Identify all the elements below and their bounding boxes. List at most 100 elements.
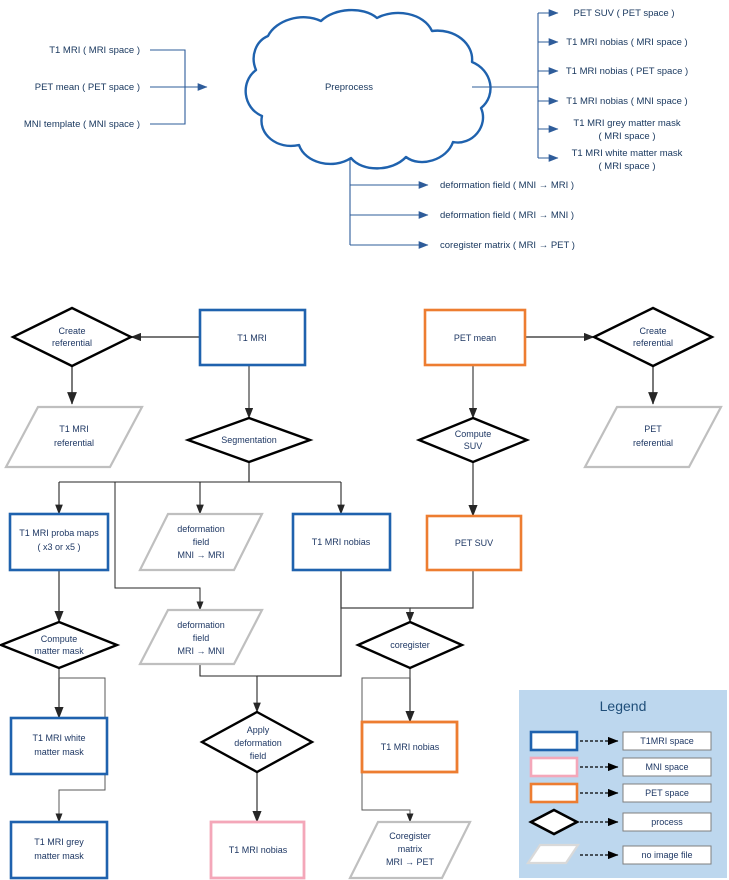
- node-t1-mri-referential[interactable]: T1 MRI referential: [4, 405, 144, 469]
- node-label: T1 MRI: [237, 333, 267, 343]
- node-label: field: [193, 537, 210, 547]
- node-label: field: [250, 751, 267, 761]
- legend-item-mni-space: MNI space: [529, 756, 712, 778]
- legend-title: Legend: [600, 698, 647, 714]
- node-t1-mri-proba-maps[interactable]: T1 MRI proba maps ( x3 or x5 ): [8, 512, 110, 572]
- preprocess-output-labels-right: PET SUV ( PET space ) T1 MRI nobias ( MR…: [566, 8, 688, 172]
- node-compute-matter-mask[interactable]: Compute matter mask: [0, 620, 121, 670]
- node-apply-deformation-field[interactable]: Apply deformation field: [199, 710, 315, 774]
- node-label: T1 MRI proba maps: [19, 528, 99, 538]
- node-label: T1 MRI grey: [34, 837, 84, 847]
- node-deformation-field-mri-mni[interactable]: deformation field MRI → MNI: [138, 608, 264, 666]
- node-label: T1 MRI nobias: [381, 742, 440, 752]
- legend-item-process: process: [528, 808, 712, 836]
- legend-label: PET space: [645, 788, 689, 798]
- node-label: T1 MRI nobias: [312, 537, 371, 547]
- output-label: deformation field ( MNI → MRI ): [440, 180, 574, 191]
- node-label: matrix: [398, 844, 423, 854]
- preprocess-input-labels: T1 MRI ( MRI space ) PET mean ( PET spac…: [24, 45, 140, 130]
- input-connectors: [150, 49, 208, 125]
- node-label: MRI → PET: [386, 857, 435, 867]
- rect-pink-icon: [529, 756, 579, 778]
- cloud-label: Preprocess: [325, 82, 373, 93]
- node-label: MRI → MNI: [178, 646, 225, 656]
- preprocess-section: Preprocess: [150, 8, 559, 249]
- node-pet-mean[interactable]: PET mean: [423, 308, 527, 367]
- node-t1-mri-nobias-mri[interactable]: T1 MRI nobias: [291, 512, 392, 572]
- node-label: referential: [633, 338, 673, 348]
- legend-item-pet-space: PET space: [529, 782, 712, 804]
- node-label: deformation: [234, 738, 282, 748]
- node-label: Create: [639, 326, 666, 336]
- node-label: SUV: [464, 441, 483, 451]
- output-label: ( MRI space ): [598, 131, 655, 142]
- node-segmentation[interactable]: Segmentation: [184, 416, 314, 464]
- output-label: T1 MRI nobias ( PET space ): [566, 66, 688, 77]
- node-label: deformation: [177, 524, 225, 534]
- node-compute-suv[interactable]: Compute SUV: [415, 416, 531, 464]
- node-label: Create: [58, 326, 85, 336]
- legend-panel: Legend T1MRI space MNI space PET space: [519, 690, 727, 878]
- node-coregister[interactable]: coregister: [355, 620, 465, 670]
- rect-blue-icon: [529, 730, 579, 752]
- node-label: T1 MRI: [59, 424, 89, 434]
- node-t1-mri-white-matter-mask[interactable]: T1 MRI white matter mask: [9, 716, 109, 776]
- node-label: referential: [633, 438, 673, 448]
- output-label: T1 MRI nobias ( MNI space ): [566, 96, 687, 107]
- node-label: matter mask: [34, 747, 84, 757]
- node-label: field: [193, 633, 210, 643]
- node-t1-mri-nobias-pet[interactable]: T1 MRI nobias: [360, 720, 459, 774]
- node-label: matter mask: [34, 851, 84, 861]
- preprocess-output-labels-bottom: deformation field ( MNI → MRI ) deformat…: [440, 180, 575, 251]
- output-label: T1 MRI white matter mask: [572, 148, 683, 159]
- legend-label: process: [651, 817, 683, 827]
- node-t1-mri[interactable]: T1 MRI: [198, 308, 307, 367]
- node-pet-suv[interactable]: PET SUV: [425, 514, 523, 572]
- output-label: T1 MRI nobias ( MRI space ): [566, 37, 687, 48]
- node-label: PET SUV: [455, 538, 493, 548]
- node-label: referential: [52, 338, 92, 348]
- node-label: coregister: [390, 640, 430, 650]
- node-label: Compute: [41, 634, 78, 644]
- diamond-icon: [528, 808, 580, 836]
- node-label: referential: [54, 438, 94, 448]
- output-label: ( MRI space ): [598, 161, 655, 172]
- output-label: PET SUV ( PET space ): [573, 8, 674, 19]
- legend-item-no-image-file: no image file: [525, 843, 712, 865]
- node-label: Segmentation: [221, 435, 277, 445]
- node-label: T1 MRI white: [32, 733, 85, 743]
- output-label: T1 MRI grey matter mask: [573, 118, 680, 129]
- output-connectors-bottom: [349, 160, 429, 249]
- node-pet-referential[interactable]: PET referential: [583, 405, 723, 469]
- node-t1-mri-nobias-mni[interactable]: T1 MRI nobias: [209, 820, 306, 880]
- node-label: matter mask: [34, 646, 84, 656]
- node-label: Apply: [247, 725, 270, 735]
- output-connectors-right: [472, 9, 559, 162]
- output-label: coregister matrix ( MRI → PET ): [440, 240, 575, 251]
- output-label: deformation field ( MRI → MNI ): [440, 210, 574, 221]
- node-coregister-matrix[interactable]: Coregister matrix MRI → PET: [348, 820, 472, 880]
- node-create-referential-pet[interactable]: Create referential: [591, 306, 715, 368]
- node-deformation-field-mni-mri[interactable]: deformation field MNI → MRI: [138, 512, 264, 572]
- parallelogram-icon: [525, 843, 581, 865]
- node-label: PET: [644, 424, 662, 434]
- rect-orange-icon: [529, 782, 579, 804]
- node-create-referential-mri[interactable]: Create referential: [10, 306, 134, 368]
- node-label: MNI → MRI: [178, 550, 225, 560]
- node-label: T1 MRI nobias: [229, 845, 288, 855]
- input-label: PET mean ( PET space ): [35, 82, 140, 93]
- flow-connectors: [54, 332, 658, 823]
- node-label: ( x3 or x5 ): [37, 542, 80, 552]
- input-label: T1 MRI ( MRI space ): [49, 45, 140, 56]
- node-label: PET mean: [454, 333, 496, 343]
- input-label: MNI template ( MNI space ): [24, 119, 140, 130]
- legend-label: MNI space: [645, 762, 688, 772]
- node-label: deformation: [177, 620, 225, 630]
- node-label: Coregister: [389, 831, 431, 841]
- preprocess-cloud: [244, 8, 492, 170]
- node-t1-mri-grey-matter-mask[interactable]: T1 MRI grey matter mask: [9, 820, 109, 880]
- node-label: Compute: [455, 429, 492, 439]
- legend-label: T1MRI space: [640, 736, 694, 746]
